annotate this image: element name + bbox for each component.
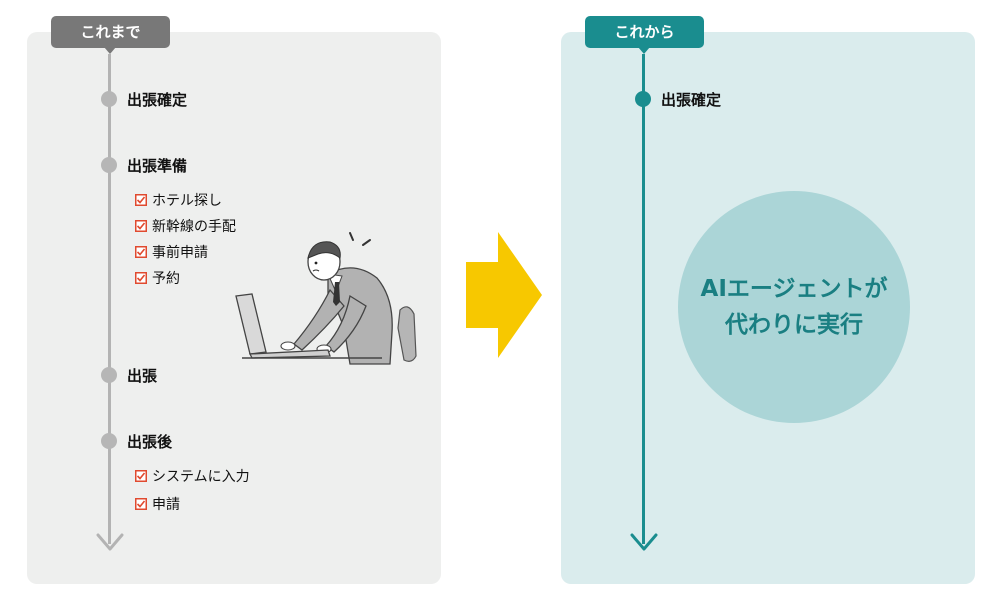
stage-prep: 出張準備 [127,157,188,175]
after-timeline [642,54,645,544]
checkbox-check-icon [135,220,147,232]
checkbox-check-icon [135,470,147,482]
task-label: 事前申請 [152,245,208,261]
task-hotel: ホテル探し [135,190,222,210]
timeline-dot [101,367,117,383]
right-arrow-icon [466,232,542,358]
task-application: 申請 [135,494,180,514]
agent-text-line2: 代わりに実行 [725,312,863,338]
timeline-dot [101,91,117,107]
timeline-dot [635,91,651,107]
after-tag-pointer [638,47,650,54]
task-label: 予約 [152,271,180,287]
stage-confirm-new: 出張確定 [661,91,722,109]
timeline-dot [101,433,117,449]
before-timeline [108,54,111,544]
after-tag: これから [585,16,704,48]
task-shinkansen: 新幹線の手配 [135,216,236,236]
task-label: 新幹線の手配 [152,219,236,235]
timeline-dot [101,157,117,173]
task-label: ホテル探し [152,193,222,209]
task-reservation: 予約 [135,268,180,288]
before-tag-pointer [104,47,116,54]
checkbox-check-icon [135,272,147,284]
task-system-input: システムに入力 [135,466,250,486]
stage-confirm: 出張確定 [127,91,188,109]
task-pre-application: 事前申請 [135,242,208,262]
task-label: システムに入力 [152,469,250,485]
stage-after: 出張後 [127,433,173,451]
checkbox-check-icon [135,194,147,206]
checkbox-check-icon [135,498,147,510]
down-arrow-icon [96,533,124,551]
down-arrow-icon [630,533,658,551]
before-tag: これまで [51,16,170,48]
task-label: 申請 [152,497,180,513]
agent-text-line1: AIエージェントが [700,276,888,302]
worried-worker-illustration [235,232,417,365]
ai-agent-circle: AIエージェントが 代わりに実行 [678,191,910,423]
checkbox-check-icon [135,246,147,258]
stage-trip: 出張 [127,367,158,385]
